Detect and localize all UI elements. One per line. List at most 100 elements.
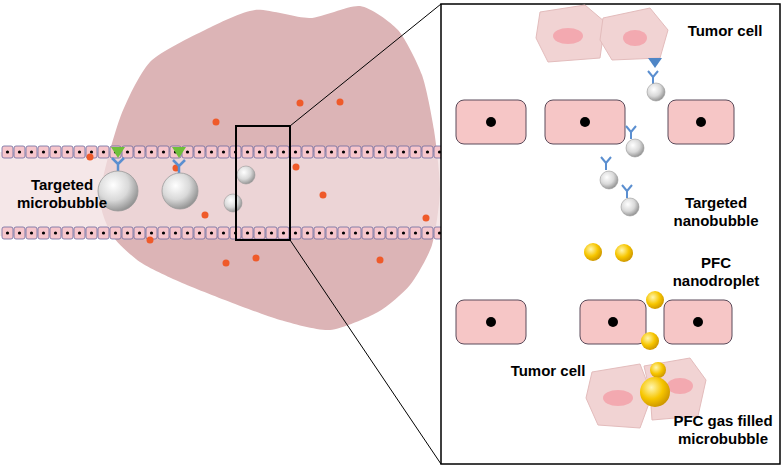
endothelial-cell: [278, 227, 289, 239]
endothelial-cell: [110, 227, 121, 239]
endothelial-cell: [26, 227, 37, 239]
endothelial-cell: [122, 227, 133, 239]
drug-dot: [87, 154, 94, 161]
endothelial-cell: [62, 227, 73, 239]
targeted-microbubble: [162, 147, 198, 209]
zoom-line: [290, 4, 441, 126]
endothelial-cell: [26, 146, 37, 158]
endothelial-cell: [242, 227, 253, 239]
endothelial-cell: [2, 146, 13, 158]
endothelial-cell: [422, 227, 433, 239]
endothelial-cell: [374, 227, 385, 239]
endothelial-cell: [14, 227, 25, 239]
endothelial-cell: [98, 146, 109, 158]
pfc-nanodroplet: [646, 291, 664, 309]
endothelial-cell: [50, 146, 61, 158]
endothelial-cell: [74, 227, 85, 239]
label: Targeted nanobubble: [668, 194, 764, 230]
endothelial-cell: [410, 227, 421, 239]
endothelial-cell: [2, 227, 13, 239]
endothelial-cell: [170, 227, 181, 239]
endothelial-cell: [86, 227, 97, 239]
endothelial-cell: [302, 146, 313, 158]
tumor-cell: [536, 5, 668, 62]
pfc-microbubble: [640, 377, 670, 407]
endothelial-cell: [362, 146, 373, 158]
endothelial-cell: [398, 227, 409, 239]
endothelial-cell: [326, 227, 337, 239]
pfc-nanodroplet: [650, 362, 666, 378]
endothelial-cell: [398, 146, 409, 158]
endothelial-cell: [134, 146, 145, 158]
endothelial-cell: [194, 227, 205, 239]
drug-dot: [253, 255, 260, 262]
drug-dot: [337, 99, 344, 106]
endothelial-cell: [456, 300, 732, 344]
label: PFC gas filled microbubble: [670, 412, 776, 448]
drug-dot: [423, 215, 430, 222]
endothelial-cell: [182, 227, 193, 239]
endothelial-cell: [218, 146, 229, 158]
endothelial-cell: [194, 146, 205, 158]
drug-dot: [202, 212, 209, 219]
endothelial-cell: [338, 227, 349, 239]
pfc-nanodroplet: [584, 243, 633, 262]
endothelial-cell: [314, 146, 325, 158]
endothelial-cell: [386, 227, 397, 239]
endothelial-cell: [38, 146, 49, 158]
endothelial-cell: [410, 146, 421, 158]
endothelial-cell: [242, 146, 253, 158]
zoom-line: [290, 240, 441, 464]
endothelial-cell: [350, 227, 361, 239]
endothelial-cell: [314, 227, 325, 239]
drug-dot: [377, 257, 384, 264]
endothelial-cell: [146, 146, 157, 158]
pfc-nanodroplet: [641, 332, 659, 350]
endothelial-cell: [290, 227, 301, 239]
endothelial-cell: [350, 146, 361, 158]
endothelial-cell: [218, 227, 229, 239]
endothelial-cell: [14, 146, 25, 158]
endothelial-cell: [134, 227, 145, 239]
drug-dot: [293, 164, 300, 171]
endothelial-cell: [206, 146, 217, 158]
blood-vessel: [0, 152, 440, 236]
drug-dot: [297, 100, 304, 107]
endothelial-cell: [158, 146, 169, 158]
endothelial-cell: [38, 227, 49, 239]
drug-dot: [213, 119, 220, 126]
endothelial-cell: [422, 146, 433, 158]
endothelial-cell: [456, 100, 734, 144]
endothelial-cell: [254, 227, 265, 239]
endothelial-cell: [158, 227, 169, 239]
endothelial-cell: [338, 146, 349, 158]
label: Targeted microbubble: [2, 176, 122, 212]
label: Tumor cell: [500, 362, 596, 380]
label: Tumor cell: [676, 22, 774, 40]
nanobubble: [224, 194, 242, 212]
endothelial-cell: [278, 146, 289, 158]
drug-dot: [223, 260, 230, 267]
endothelial-cell: [386, 146, 397, 158]
endothelial-cell: [206, 227, 217, 239]
endothelial-cell: [326, 146, 337, 158]
endothelial-cell: [98, 227, 109, 239]
endothelial-cell: [374, 146, 385, 158]
endothelial-cell: [290, 146, 301, 158]
nanobubble: [237, 166, 255, 184]
endothelial-cell: [302, 227, 313, 239]
endothelial-cell: [362, 227, 373, 239]
targeted-nanobubble: [600, 58, 665, 216]
endothelial-cell: [50, 227, 61, 239]
drug-dot: [320, 192, 327, 199]
endothelial-cell: [266, 146, 277, 158]
label: PFC nanodroplet: [666, 254, 766, 290]
endothelial-cell: [254, 146, 265, 158]
endothelial-cell: [266, 227, 277, 239]
zoom-panel: [441, 4, 780, 464]
endothelial-cell: [74, 146, 85, 158]
drug-dot: [147, 237, 154, 244]
zoom-box: [236, 126, 290, 240]
